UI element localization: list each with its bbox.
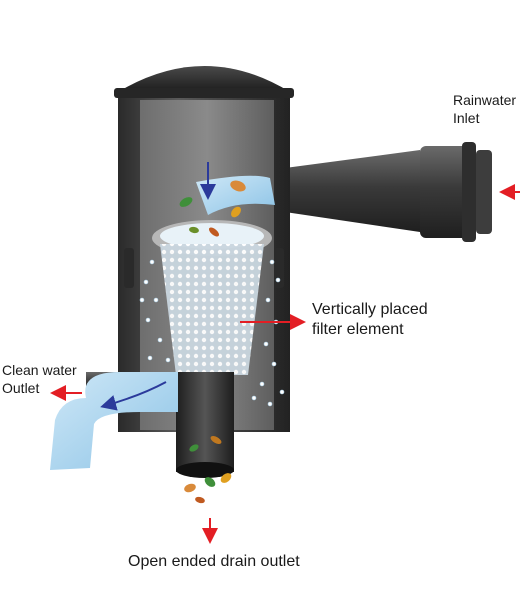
clean-water-outlet-label-line2: Outlet bbox=[2, 379, 40, 396]
clean-water-outlet-label: Clean water Outlet bbox=[2, 362, 77, 397]
filter-element bbox=[152, 220, 272, 375]
clean-water-outlet-label-line1: Clean water bbox=[2, 362, 77, 378]
debris-leaves bbox=[179, 180, 246, 504]
drain-outlet-label: Open ended drain outlet bbox=[128, 552, 300, 572]
rainwater-inlet-label-line1: Rainwater bbox=[453, 92, 517, 108]
clean-water-outlet-pipe bbox=[50, 372, 178, 470]
inlet-pipe bbox=[285, 142, 492, 242]
filter-element-label: Vertically placed filter element bbox=[312, 300, 428, 340]
rainwater-inlet-label-line2: Inlet bbox=[453, 109, 480, 126]
filter-element-label-line2: filter element bbox=[312, 321, 404, 338]
rainwater-inlet-label: Rainwater Inlet bbox=[453, 92, 516, 127]
outflow-arrow bbox=[100, 381, 167, 411]
filter-element-label-line1: Vertically placed bbox=[312, 301, 428, 318]
drain-pipe bbox=[176, 372, 234, 478]
drain-outlet-label-text: Open ended drain outlet bbox=[128, 553, 300, 570]
